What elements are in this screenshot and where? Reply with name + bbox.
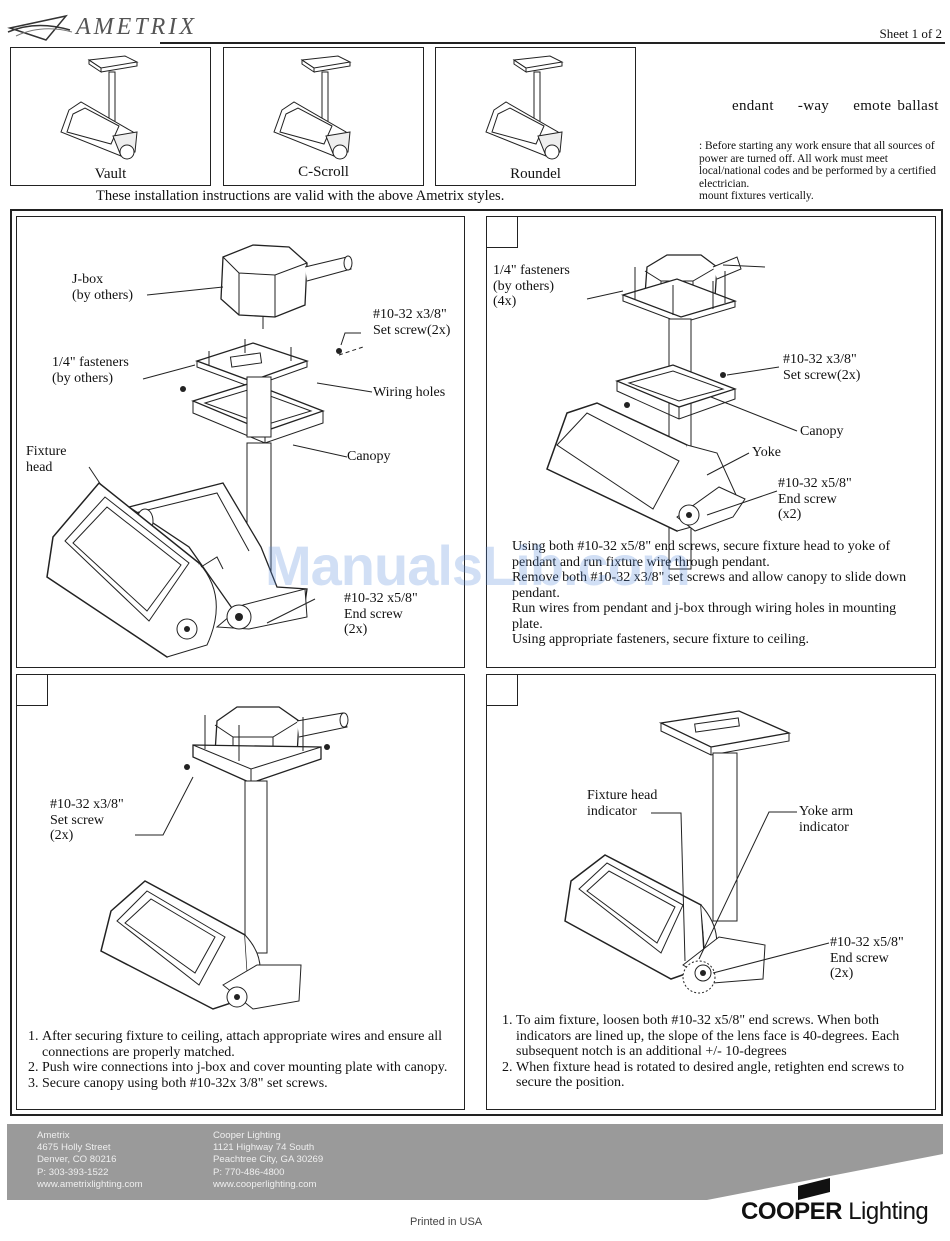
panel-step-2: 1/4" fasteners (by others) (4x) #10-32 x… — [486, 216, 936, 668]
title-fragment: -way — [797, 98, 830, 114]
header-rule — [160, 42, 945, 44]
safety-warning: : Before starting any work ensure that a… — [699, 140, 936, 203]
panel-step-1: J-box (by others) #10-32 x3/8" Set screw… — [16, 216, 465, 668]
address-line: 4675 Holly Street — [37, 1142, 111, 1154]
label-wiring-holes: Wiring holes — [373, 385, 446, 400]
step-number-tab — [17, 675, 48, 706]
label-yoke: Yoke — [752, 445, 781, 460]
step-4-instructions: To aim fixture, loosen both #10-32 x5/8"… — [497, 1013, 929, 1091]
label-set-screw: #10-32 x3/8" Set screw(2x) — [373, 307, 451, 338]
exploded-assembly-drawing — [546, 254, 798, 570]
document-title: endant -way emote ballast — [732, 98, 939, 115]
instruction-item: Secure canopy using both #10-32x 3/8" se… — [42, 1076, 461, 1092]
step-number-tab — [487, 217, 518, 248]
address-line: Cooper Lighting — [213, 1130, 281, 1141]
instruction-item: Push wire connections into j-box and cov… — [42, 1060, 461, 1076]
printed-in-note: Printed in USA — [410, 1216, 483, 1228]
logo-light-text: Lighting — [848, 1198, 929, 1225]
installed-fixture-drawing — [100, 706, 349, 1010]
cooper-address: Cooper Lighting 1121 Highway 74 South Pe… — [213, 1130, 323, 1191]
style-caption-vault: Vault — [94, 166, 127, 182]
cooper-lighting-logo: COOPER Lighting — [741, 1198, 929, 1226]
label-canopy: Canopy — [800, 424, 844, 439]
address-line: www.cooperlighting.com — [213, 1178, 317, 1190]
address-line: Peachtree City, GA 30269 — [213, 1154, 324, 1166]
label-set-screw: #10-32 x3/8" Set screw (2x) — [50, 797, 124, 843]
instruction-item: Using both #10-32 x5/8" end screws, secu… — [512, 539, 891, 570]
address-line: www.ametrixlighting.com — [37, 1178, 143, 1190]
label-end-screw: #10-32 x5/8" End screw (x2) — [778, 476, 852, 522]
fixture-thumbnail-icon — [60, 55, 139, 160]
instruction-item: To aim fixture, loosen both #10-32 x5/8"… — [516, 1013, 929, 1060]
brand-name: AMETRIX — [76, 14, 197, 40]
label-set-screw: #10-32 x3/8" Set screw(2x) — [783, 352, 861, 383]
label-fixture-head: Fixture head — [26, 444, 67, 475]
label-yoke-arm-indicator: Yoke arm indicator — [799, 804, 854, 835]
instructions-frame — [10, 209, 943, 1116]
footer-band: Ametrix 4675 Holly Street Denver, CO 802… — [7, 1124, 943, 1200]
style-caption-c-scroll: C-Scroll — [298, 164, 349, 180]
aiming-adjustment-drawing — [564, 710, 830, 994]
style-thumbnail-c-scroll: C-Scroll — [223, 47, 424, 186]
ametrix-logo-mark — [6, 10, 166, 46]
title-fragment: endant — [732, 98, 774, 114]
step-number-tab — [487, 675, 518, 706]
label-fasteners: 1/4" fasteners (by others) — [52, 355, 129, 386]
cooper-logo-flag-icon — [798, 1178, 830, 1200]
step-2-instructions: Using both #10-32 x5/8" end screws, secu… — [512, 539, 924, 648]
instruction-item: After securing fixture to ceiling, attac… — [42, 1029, 461, 1060]
fixture-thumbnail-icon — [273, 55, 352, 160]
address-line: P: 303-393-1522 — [37, 1166, 109, 1178]
fixture-thumbnail-icon — [485, 55, 564, 160]
panel-step-4: Fixture head indicator Yoke arm indicato… — [486, 674, 936, 1110]
step-3-instructions: After securing fixture to ceiling, attac… — [23, 1029, 461, 1091]
instruction-item: Run wires from pendant and j-box through… — [512, 601, 897, 632]
title-fragment: emote ballast — [853, 98, 939, 114]
label-fasteners: 1/4" fasteners (by others) (4x) — [493, 263, 570, 309]
instruction-item: Remove both #10-32 x3/8" set screws and … — [512, 570, 907, 601]
style-thumbnail-vault: Vault — [10, 47, 211, 186]
address-line: 1121 Highway 74 South — [213, 1142, 315, 1154]
label-jbox: J-box (by others) — [72, 272, 134, 303]
sheet-number: Sheet 1 of 2 — [879, 26, 942, 41]
address-line: Denver, CO 80216 — [37, 1154, 117, 1166]
exploded-assembly-drawing — [46, 244, 373, 658]
logo-bold-text: COOPER — [741, 1198, 843, 1225]
label-end-screw: #10-32 x5/8" End screw (2x) — [344, 591, 418, 637]
footer-wedge-shape — [707, 1154, 943, 1200]
instruction-item: When fixture head is rotated to desired … — [516, 1060, 929, 1091]
address-line: Ametrix — [37, 1130, 70, 1141]
styles-validity-note: These installation instructions are vali… — [96, 188, 505, 204]
panel-step-3: #10-32 x3/8" Set screw (2x) After securi… — [16, 674, 465, 1110]
address-line: P: 770-486-4800 — [213, 1166, 285, 1178]
style-caption-roundel: Roundel — [510, 166, 561, 182]
label-fixture-head-indicator: Fixture head indicator — [587, 788, 658, 819]
label-canopy: Canopy — [347, 449, 391, 464]
ametrix-address: Ametrix 4675 Holly Street Denver, CO 802… — [37, 1130, 143, 1191]
watermark: ManualsLib.com — [265, 534, 691, 597]
label-end-screw: #10-32 x5/8" End screw (2x) — [830, 935, 904, 981]
style-thumbnail-roundel: Roundel — [435, 47, 636, 186]
instruction-item: Using appropriate fasteners, secure fixt… — [512, 632, 810, 647]
